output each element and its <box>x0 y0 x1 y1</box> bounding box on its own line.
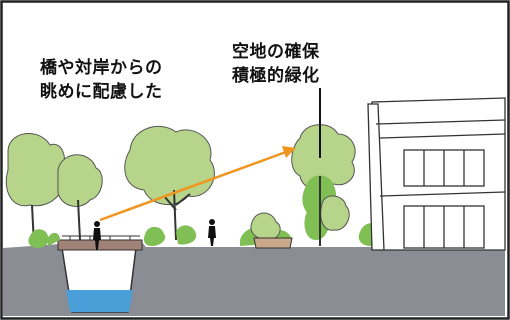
planter-box <box>253 237 293 249</box>
annotation-open-space-greening-line1: 空地の確保 <box>232 42 320 62</box>
annotation-open-space-greening: 空地の確保 積極的緑化 <box>232 40 320 88</box>
tree-center <box>124 125 215 246</box>
sight-line-arrow <box>99 150 287 222</box>
annotation-view-from-bridge: 橋や対岸からの 眺めに配慮した <box>40 56 163 104</box>
sight-line-arrowhead <box>282 146 296 158</box>
annotation-view-from-bridge-line2: 眺めに配慮した <box>40 82 163 102</box>
river-water <box>66 290 133 312</box>
person-on-street <box>208 219 216 246</box>
building <box>367 97 506 251</box>
bridge-railing <box>62 235 140 240</box>
annotation-open-space-greening-line2: 積極的緑化 <box>232 66 320 86</box>
annotation-view-from-bridge-line1: 橋や対岸からの <box>40 58 163 78</box>
tree-right-center <box>291 124 356 246</box>
person-on-bridge <box>93 221 101 250</box>
bridge <box>57 239 143 251</box>
tree-left <box>5 133 103 248</box>
